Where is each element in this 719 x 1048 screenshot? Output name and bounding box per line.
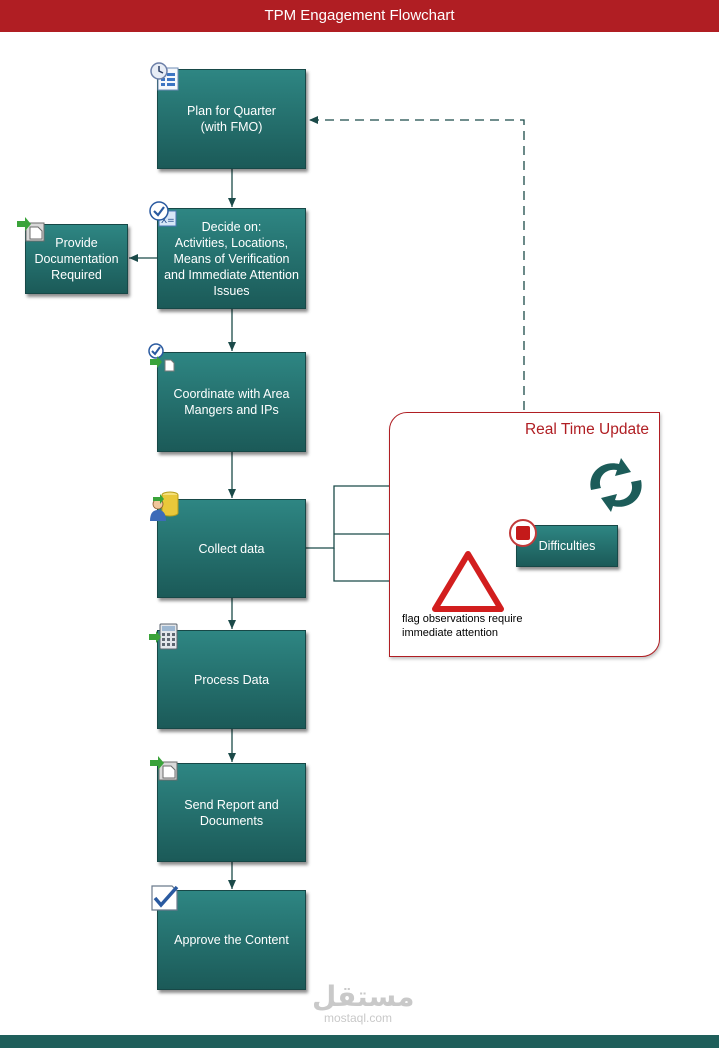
calculator-icon [149, 623, 178, 650]
step-plan-quarter[interactable]: Plan for Quarter (with FMO) [157, 69, 306, 169]
step-send-report[interactable]: Send Report and Documents [157, 763, 306, 862]
user-database-icon [150, 491, 179, 521]
warning-icon [432, 551, 504, 612]
step-collect-data-label: Collect data [198, 541, 265, 556]
watermark-latin: mostaql.com [323, 1011, 393, 1025]
step-collect-data[interactable]: Collect data [157, 499, 306, 598]
step-decide[interactable]: Decide on: Activities, Locations, Means … [157, 208, 306, 309]
watermark: مستقل mostaql.com [312, 980, 415, 1025]
step-process-data[interactable]: Process Data [157, 630, 306, 729]
step-coordinate-label: Coordinate with Area Mangers and IPs [173, 387, 290, 417]
footer-bar [0, 1035, 719, 1048]
step-approve-content-label: Approve the Content [174, 933, 289, 947]
page-title: TPM Engagement Flowchart [0, 0, 719, 32]
step-provide-documentation-label: Provide Documentation Required [34, 236, 119, 282]
send-document-icon [150, 756, 178, 781]
checkbox-icon [151, 885, 179, 911]
step-approve-content[interactable]: Approve the Content [157, 890, 306, 990]
checklist-icon: X= [149, 201, 177, 227]
step-send-report-label: Send Report and Documents [184, 797, 279, 828]
step-plan-quarter-label: Plan for Quarter (with FMO) [187, 104, 276, 134]
send-document-icon [17, 217, 45, 242]
step-process-data-label: Process Data [193, 672, 270, 687]
svg-text:X=: X= [161, 216, 175, 226]
approve-document-icon [148, 343, 175, 372]
step-decide-label: Decide on: Activities, Locations, Means … [164, 219, 299, 298]
flag-observations-caption: flag observations require immediate atte… [402, 613, 523, 639]
difficulties-label: Difficulties [538, 539, 596, 553]
refresh-icon [590, 458, 642, 512]
watermark-arabic: مستقل [312, 980, 415, 1013]
stop-icon [509, 519, 537, 547]
calendar-icon [150, 62, 179, 91]
real-time-update-title: Real Time Update [524, 421, 649, 438]
step-coordinate[interactable]: Coordinate with Area Mangers and IPs [157, 352, 306, 452]
